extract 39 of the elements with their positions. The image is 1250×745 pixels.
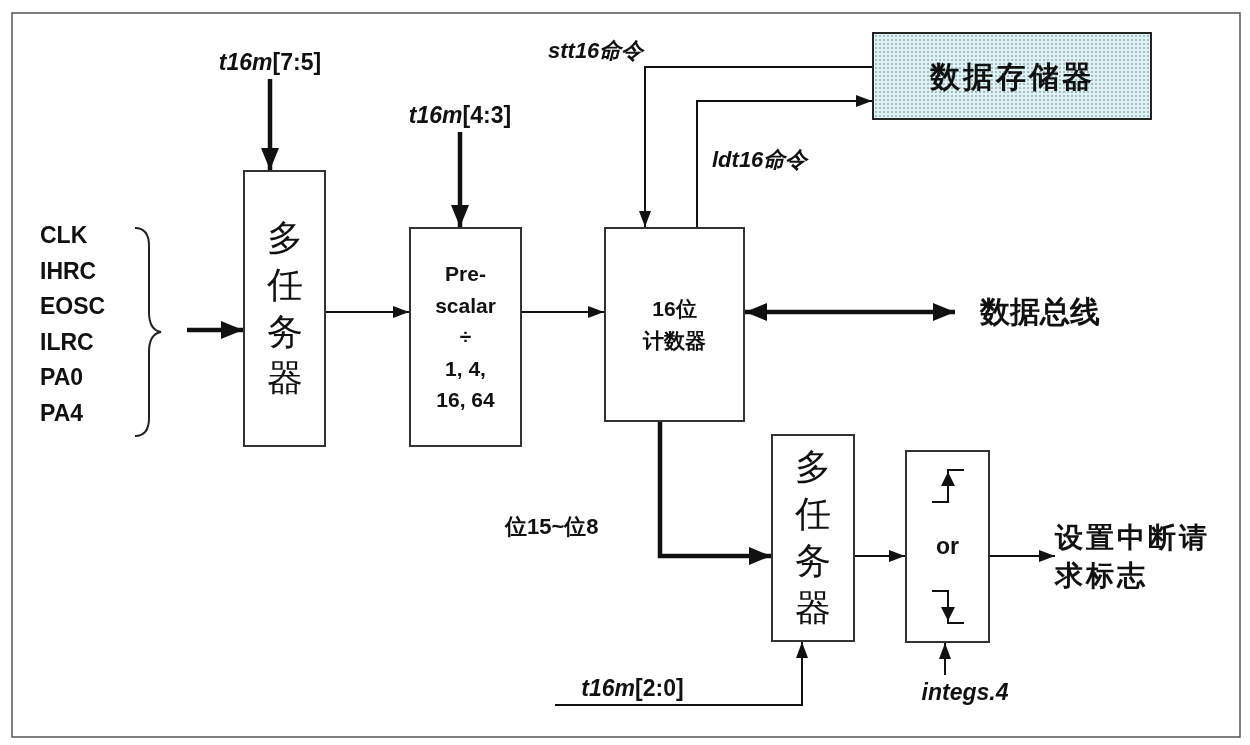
edge-detector-box <box>905 450 990 643</box>
arrow <box>854 550 906 562</box>
signal-name: IHRC <box>40 257 97 285</box>
arrow <box>521 306 605 318</box>
arrow <box>639 66 873 228</box>
signal-label: t16m[2:0] <box>550 671 715 705</box>
box-label: 1, 4, 16, 64 <box>435 355 496 414</box>
data-memory-box <box>872 32 1152 120</box>
signal-label: integs.4 <box>895 675 1035 709</box>
counter-box <box>604 227 745 422</box>
arrow <box>989 550 1056 562</box>
signal-name: PA0 <box>40 364 84 391</box>
box-label: ÷ <box>458 324 473 351</box>
signal-name: EOSC <box>40 293 106 320</box>
signal-label: t16m[4:3] <box>380 98 540 132</box>
arrow <box>554 641 808 706</box>
bus-arrow <box>187 321 243 339</box>
signal-name: PA4 <box>40 399 84 427</box>
bus-arrow <box>657 422 771 565</box>
signal-name: ILRC <box>40 328 94 356</box>
arrow <box>325 306 410 318</box>
box-label: 多任务器 <box>266 215 303 401</box>
arrow <box>939 642 951 676</box>
multiplexer-box <box>771 434 855 642</box>
bus-arrow <box>745 303 955 321</box>
prescaler-box <box>409 227 522 447</box>
arrow <box>696 95 873 228</box>
output-label: 设置中断请求标志 <box>1055 512 1235 602</box>
multiplexer-box <box>243 170 326 447</box>
box-label: 数据存储器 <box>929 58 1095 95</box>
signal-name: CLK <box>40 222 88 249</box>
box-label: Pre-scalar <box>434 261 497 319</box>
signal-label: t16m[7:5] <box>190 45 350 79</box>
box-label: 16位计数器 <box>642 296 707 354</box>
bus-arrow <box>451 132 469 227</box>
box-label: or <box>936 533 959 560</box>
bus-arrow <box>261 79 279 170</box>
box-label: 多任务器 <box>795 445 831 630</box>
bus-label: 数据总线 <box>955 290 1125 334</box>
